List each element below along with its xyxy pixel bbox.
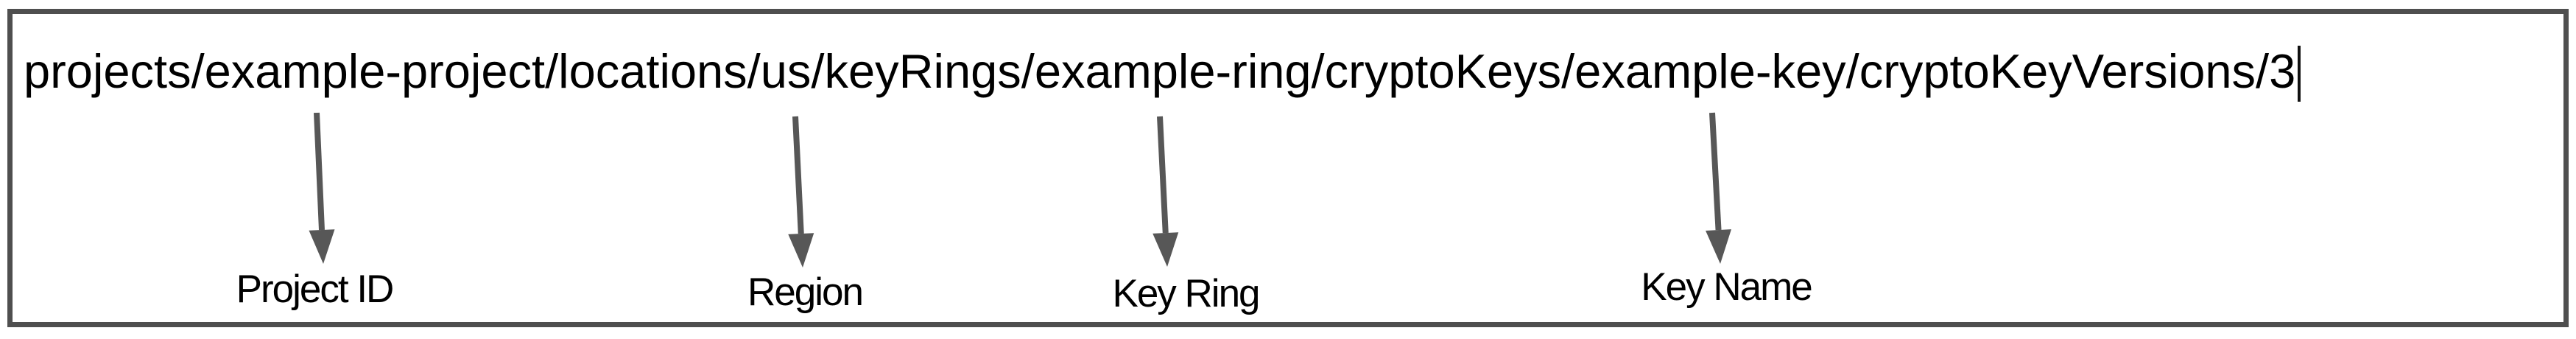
resource-path-field[interactable]: projects/example-project/locations/us/ke… (24, 44, 2301, 102)
resource-path-box (7, 9, 2569, 327)
text-cursor-icon (2298, 46, 2301, 102)
resource-path-text: projects/example-project/locations/us/ke… (24, 44, 2296, 98)
